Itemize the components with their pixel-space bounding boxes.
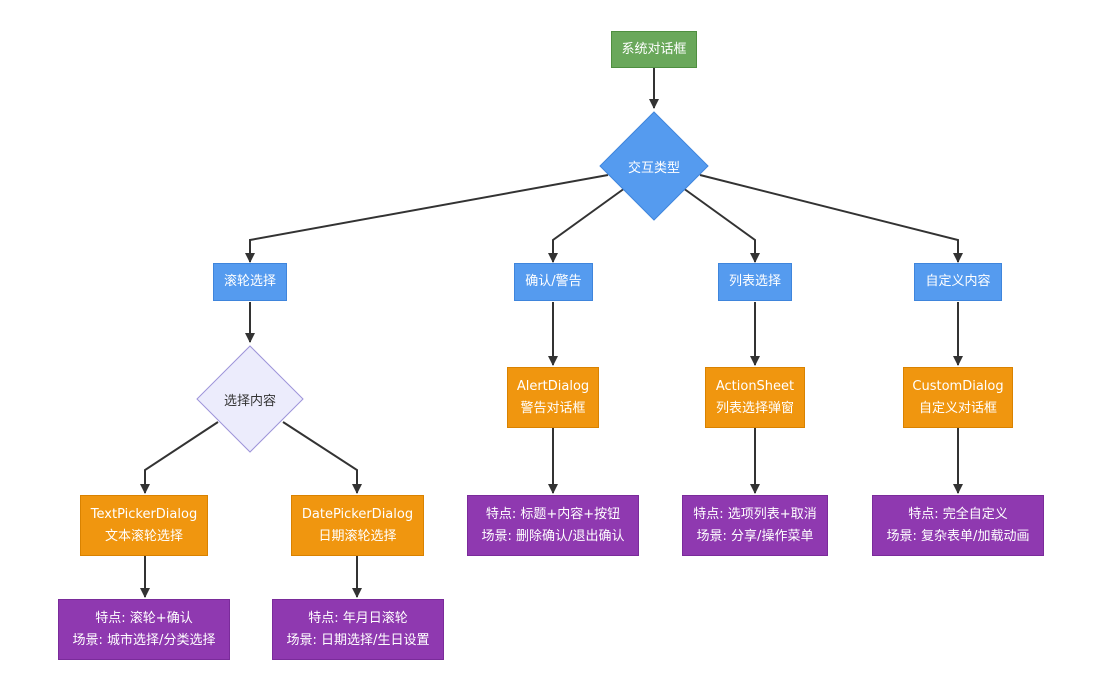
edge-content-date bbox=[282, 421, 362, 494]
node-action-sheet: ActionSheet 列表选择弹窗 bbox=[705, 367, 805, 428]
info-action-sheet: 特点: 选项列表+取消 场景: 分享/操作菜单 bbox=[682, 495, 828, 556]
node-alert-dialog: AlertDialog 警告对话框 bbox=[507, 367, 599, 428]
node-label: 自定义内容 bbox=[925, 274, 991, 289]
decision-label: 交互类型 bbox=[627, 160, 680, 176]
info-scene: 场景: 复杂表单/加载动画 bbox=[886, 528, 1030, 544]
node-desc: 自定义对话框 bbox=[918, 400, 997, 416]
info-scene: 场景: 分享/操作菜单 bbox=[696, 528, 814, 544]
info-scene: 场景: 日期选择/生日设置 bbox=[286, 632, 430, 648]
info-text-picker: 特点: 滚轮+确认 场景: 城市选择/分类选择 bbox=[58, 599, 230, 660]
edge-interaction-scroll bbox=[245, 174, 609, 263]
node-label: 确认/警告 bbox=[525, 274, 582, 289]
diamond-shape bbox=[196, 345, 304, 453]
edge-content-text bbox=[140, 421, 219, 494]
node-scroll-select: 滚轮选择 bbox=[213, 263, 287, 301]
info-feature: 特点: 选项列表+取消 bbox=[693, 506, 817, 522]
node-system-dialog: 系统对话框 bbox=[611, 31, 697, 68]
edge-interaction-list bbox=[682, 187, 760, 263]
node-title: TextPickerDialog bbox=[90, 506, 198, 522]
info-date-picker: 特点: 年月日滚轮 场景: 日期选择/生日设置 bbox=[272, 599, 444, 660]
node-desc: 日期滚轮选择 bbox=[318, 528, 397, 544]
node-desc: 文本滚轮选择 bbox=[104, 528, 183, 544]
node-label: 系统对话框 bbox=[621, 41, 687, 57]
node-label: 滚轮选择 bbox=[223, 274, 276, 289]
node-title: DatePickerDialog bbox=[301, 506, 414, 522]
decision-label: 选择内容 bbox=[223, 393, 276, 409]
info-feature: 特点: 完全自定义 bbox=[908, 506, 1008, 522]
node-title: ActionSheet bbox=[715, 378, 795, 394]
node-title: CustomDialog bbox=[912, 378, 1004, 394]
node-date-picker-dialog: DatePickerDialog 日期滚轮选择 bbox=[291, 495, 424, 556]
info-feature: 特点: 标题+内容+按钮 bbox=[485, 506, 621, 522]
info-scene: 场景: 删除确认/退出确认 bbox=[481, 528, 625, 544]
info-alert-dialog: 特点: 标题+内容+按钮 场景: 删除确认/退出确认 bbox=[467, 495, 639, 556]
node-list-select: 列表选择 bbox=[718, 263, 792, 301]
diamond-shape bbox=[599, 111, 709, 221]
info-feature: 特点: 年月日滚轮 bbox=[308, 610, 408, 626]
info-scene: 场景: 城市选择/分类选择 bbox=[72, 632, 216, 648]
decision-select-content: 选择内容 bbox=[196, 345, 304, 453]
decision-interaction-type: 交互类型 bbox=[599, 111, 709, 221]
edge-interaction-custom bbox=[699, 174, 963, 263]
node-confirm-alert: 确认/警告 bbox=[514, 263, 593, 301]
info-feature: 特点: 滚轮+确认 bbox=[95, 610, 193, 626]
info-custom-dialog: 特点: 完全自定义 场景: 复杂表单/加载动画 bbox=[872, 495, 1044, 556]
node-desc: 列表选择弹窗 bbox=[715, 400, 794, 416]
node-label: 列表选择 bbox=[728, 274, 781, 289]
node-title: AlertDialog bbox=[516, 378, 590, 394]
node-custom-dialog: CustomDialog 自定义对话框 bbox=[903, 367, 1013, 428]
node-text-picker-dialog: TextPickerDialog 文本滚轮选择 bbox=[80, 495, 208, 556]
node-desc: 警告对话框 bbox=[520, 400, 586, 416]
edge-interaction-confirm bbox=[548, 187, 626, 263]
node-custom-content: 自定义内容 bbox=[914, 263, 1002, 301]
